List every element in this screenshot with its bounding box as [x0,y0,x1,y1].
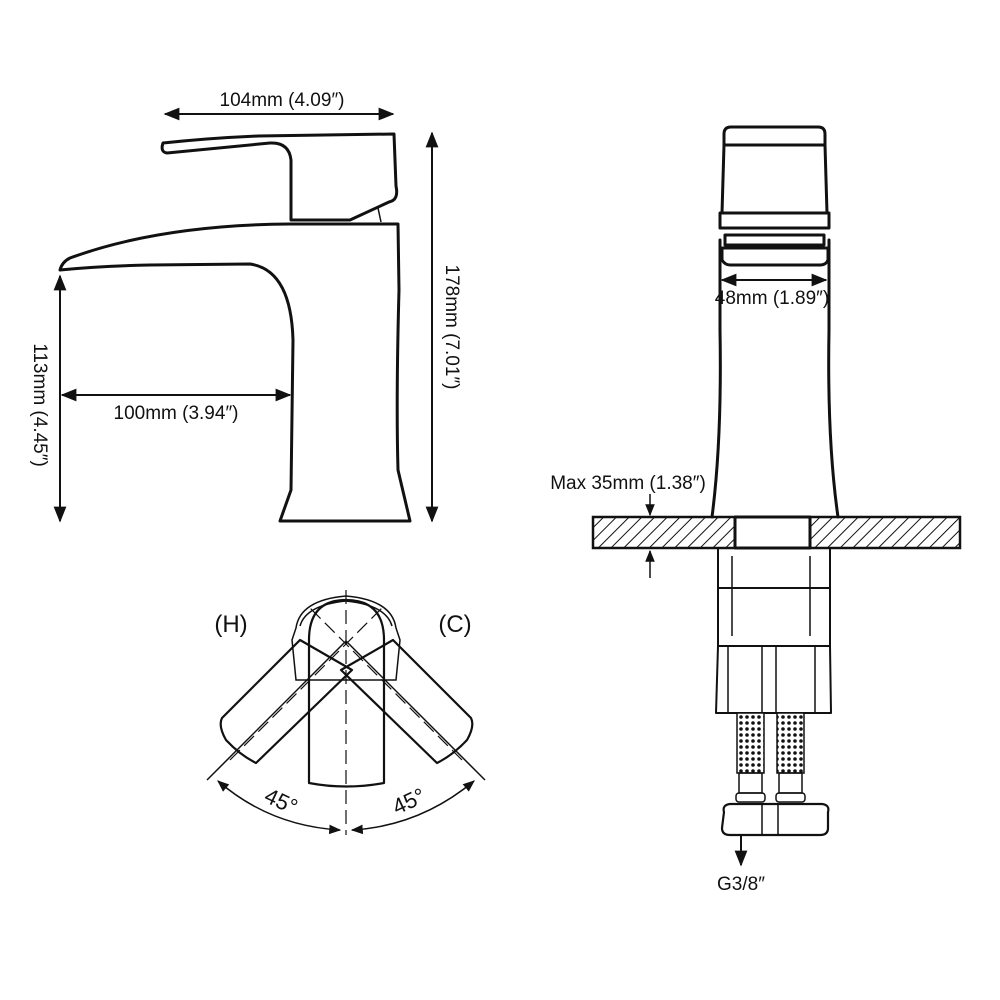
countertop-right [808,515,962,550]
handle-lever [160,132,399,222]
connector-nuts [720,802,830,837]
max-deck-thickness-label: Max 35mm (1.38″) [550,473,706,494]
handle-cold-position [339,638,474,765]
left-angle-label: 45° [261,783,302,820]
cold-supply-hose [776,712,805,774]
hot-supply-hose [736,712,765,774]
side-view: 104mm (4.09″) 178mm (7.01″) 113mm (4.45″… [29,90,462,523]
hot-label: (H) [214,611,247,638]
cold-label: (C) [438,611,471,638]
width-label: 104mm (4.09″) [220,90,345,111]
front-handle [722,125,827,147]
countertop-left [591,515,737,550]
thread-size-label: G3/8″ [717,874,765,895]
body-width-label: 48mm (1.89″) [715,288,829,309]
faucet-body [58,222,412,523]
handle-hot-position [219,638,354,765]
spout-reach-label: 100mm (3.94″) [114,403,239,424]
height-label: 178mm (7.01″) [441,265,462,390]
spout-height-label: 113mm (4.45″) [29,343,50,467]
front-body [710,238,840,519]
right-angle-label: 45° [388,783,429,820]
top-view: (H) (C) 45° 45° [206,590,486,835]
front-view: 48mm (1.89″) Max 35mm (1.38″) G3/8″ [550,125,962,895]
